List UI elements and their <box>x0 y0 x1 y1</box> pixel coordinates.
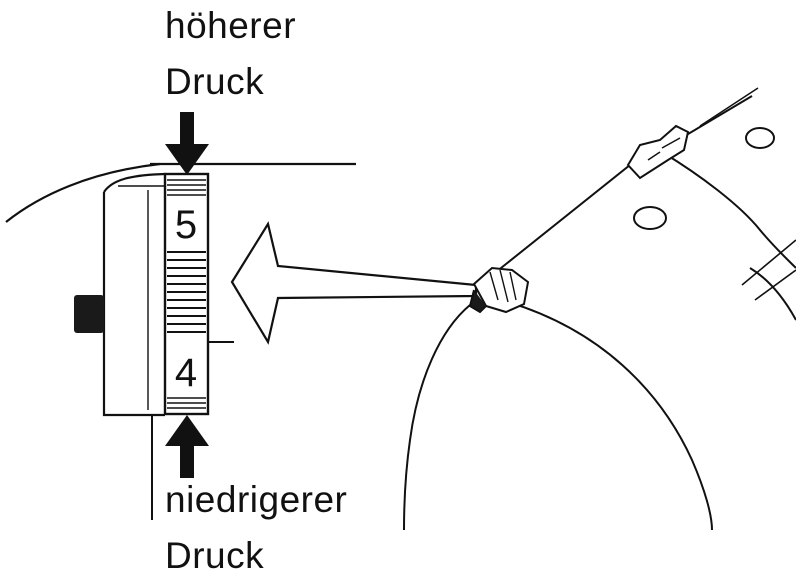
higher-pressure-label-line1: höherer <box>165 5 297 46</box>
lower-pressure-label-line1: niedrigerer <box>165 479 348 520</box>
dial-number-upper: 5 <box>175 203 197 247</box>
arrow-left-outline-icon <box>230 221 478 345</box>
higher-pressure-label-line2: Druck <box>165 61 265 102</box>
side-knob <box>74 295 104 333</box>
lower-pressure-label-line2: Druck <box>165 535 265 576</box>
screw-hole <box>633 206 667 230</box>
machine-dial <box>468 266 530 314</box>
thread-guide <box>626 124 690 180</box>
arrow-down-icon <box>165 112 209 175</box>
pressure-dial: 5 4 <box>163 172 210 416</box>
machine-outline <box>403 87 796 531</box>
screw-hole <box>745 127 775 149</box>
dial-number-lower: 4 <box>175 351 197 395</box>
arrow-up-icon <box>165 415 209 478</box>
